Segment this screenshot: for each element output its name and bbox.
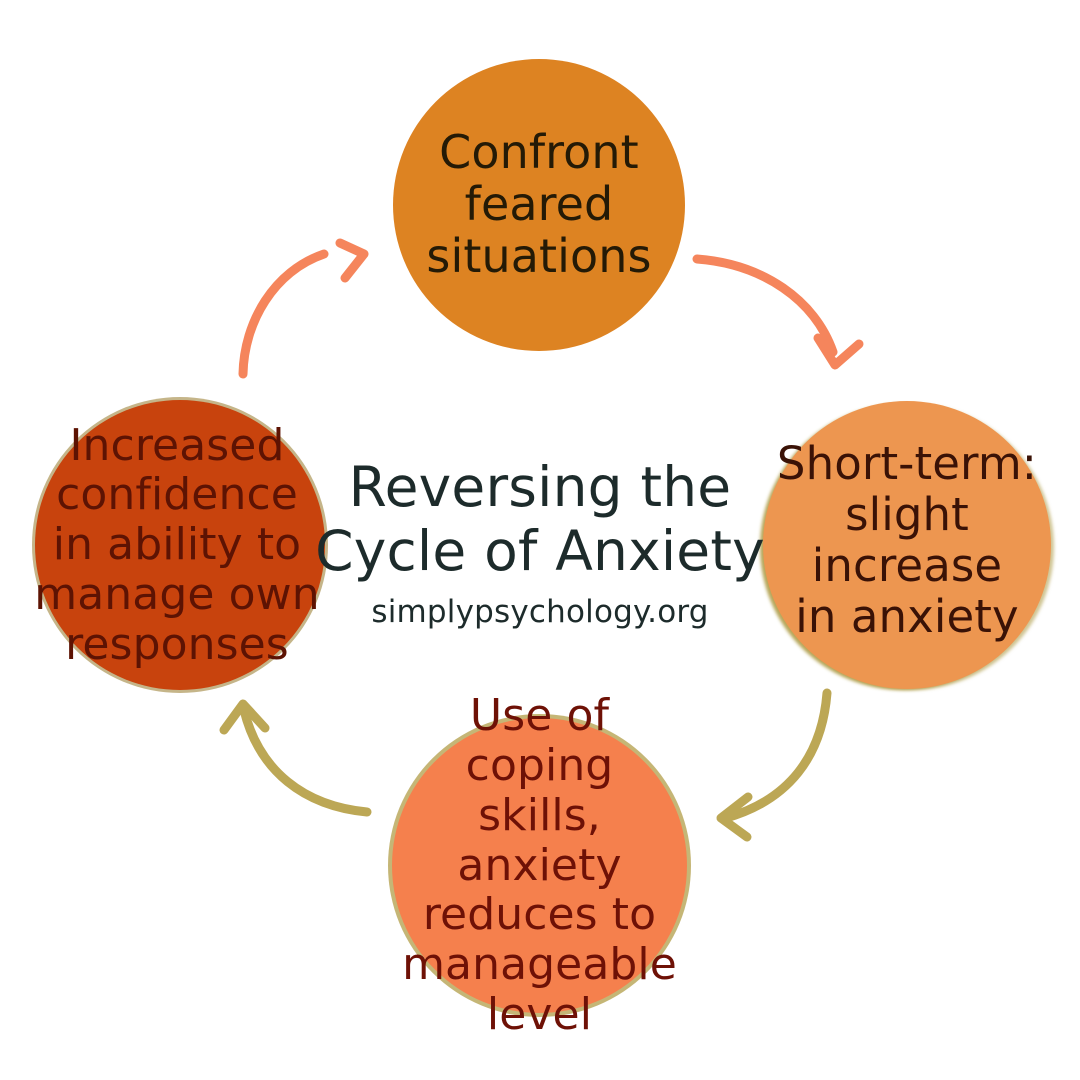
node-confront-label: Confront feared situations xyxy=(426,125,652,283)
node-short-term-label: Short-term: slight increase in anxiety xyxy=(776,437,1038,643)
arrow-confront-to-short-term-head xyxy=(813,333,864,370)
node-short-term-anxiety-increase[interactable]: Short-term: slight increase in anxiety xyxy=(763,401,1051,689)
arrow-confidence-to-confront-curve xyxy=(238,249,329,379)
node-coping-label: Use of coping skills, anxiety reduces to… xyxy=(402,690,677,1040)
arrow-confidence-to-confront-head xyxy=(335,238,369,283)
arrow-confront-to-short-term xyxy=(692,254,864,370)
diagram-subtitle: simplypsychology.org xyxy=(371,593,709,630)
node-increased-confidence[interactable]: Increased confidence in ability to manag… xyxy=(34,400,325,690)
arrow-short-term-to-coping xyxy=(716,688,832,842)
arrow-coping-to-confidence-head xyxy=(219,699,270,735)
arrow-short-term-to-coping-head xyxy=(716,792,753,842)
diagram-title: Reversing the Cycle of Anxiety xyxy=(315,455,765,584)
arrow-coping-to-confidence xyxy=(219,699,372,817)
arrow-coping-to-confidence-curve xyxy=(239,705,372,817)
arrow-confidence-to-confront xyxy=(238,238,369,379)
diagram-center-block: Reversing the Cycle of Anxiety simplypsy… xyxy=(300,455,780,630)
arrow-short-term-to-coping-curve xyxy=(721,688,832,823)
arrow-confront-to-short-term-curve xyxy=(692,254,838,357)
node-coping-skills-anxiety-reduces[interactable]: Use of coping skills, anxiety reduces to… xyxy=(392,691,687,1039)
node-confidence-label: Increased confidence in ability to manag… xyxy=(34,419,320,670)
node-confront-feared-situations[interactable]: Confront feared situations xyxy=(393,59,685,351)
